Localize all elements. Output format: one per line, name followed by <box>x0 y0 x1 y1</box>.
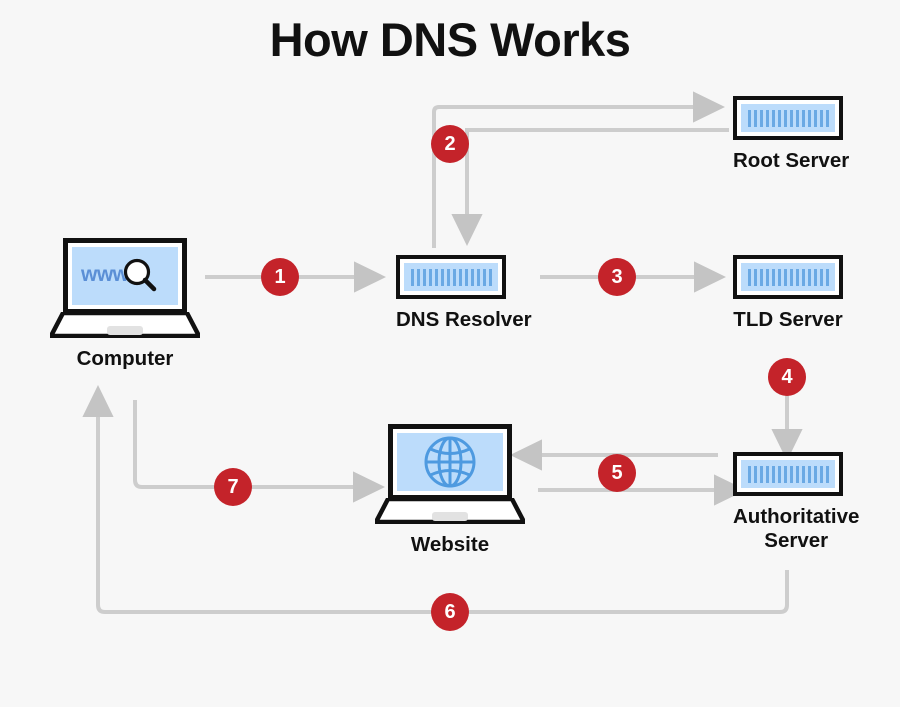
node-label-root-server: Root Server <box>733 149 850 172</box>
wire-step-7 <box>133 400 385 503</box>
laptop-lid: www <box>63 238 187 314</box>
node-website[interactable]: Website <box>375 424 525 557</box>
node-authoritative-server[interactable]: Authoritative Server <box>733 452 859 552</box>
step-badge-3[interactable]: 3 <box>598 258 636 296</box>
server-screen <box>741 460 835 488</box>
node-label-tld-server: TLD Server <box>733 308 843 331</box>
step-badge-5[interactable]: 5 <box>598 454 636 492</box>
page-title: How DNS Works <box>269 13 631 66</box>
step-badge-4[interactable]: 4 <box>768 358 806 396</box>
step-badge-1[interactable]: 1 <box>261 258 299 296</box>
step-badge-6[interactable]: 6 <box>431 593 469 631</box>
laptop-icon <box>375 424 525 524</box>
server-screen <box>741 263 835 291</box>
node-label-dns-resolver: DNS Resolver <box>396 308 532 331</box>
step-badge-7[interactable]: 7 <box>214 468 252 506</box>
server-icon <box>733 96 843 140</box>
laptop-base <box>375 498 525 524</box>
server-icon <box>733 255 843 299</box>
step-badge-2[interactable]: 2 <box>431 125 469 163</box>
www-label: www <box>81 263 129 286</box>
laptop-screen <box>397 433 503 491</box>
node-computer[interactable]: www Computer <box>50 238 200 371</box>
node-label-computer: Computer <box>76 347 174 370</box>
node-tld-server[interactable]: TLD Server <box>733 255 843 332</box>
laptop-icon: www <box>50 238 200 338</box>
wire-step-2-out <box>432 91 725 248</box>
laptop-base <box>50 312 200 338</box>
node-root-server[interactable]: Root Server <box>733 96 849 173</box>
laptop-trackpad <box>432 512 468 521</box>
node-label-website: Website <box>410 533 490 556</box>
magnifier-icon <box>123 258 157 292</box>
node-dns-resolver[interactable]: DNS Resolver <box>396 255 532 332</box>
laptop-screen: www <box>72 247 178 305</box>
laptop-trackpad <box>107 326 143 335</box>
laptop-lid <box>388 424 512 500</box>
server-screen <box>404 263 498 291</box>
server-screen <box>741 104 835 132</box>
wire-step-2-back <box>451 128 729 246</box>
wire-step-6-arrowhead <box>91 403 105 416</box>
globe-icon <box>424 436 476 488</box>
server-icon <box>396 255 506 299</box>
node-label-authoritative-server: Authoritative Server <box>733 505 860 552</box>
server-icon <box>733 452 843 496</box>
